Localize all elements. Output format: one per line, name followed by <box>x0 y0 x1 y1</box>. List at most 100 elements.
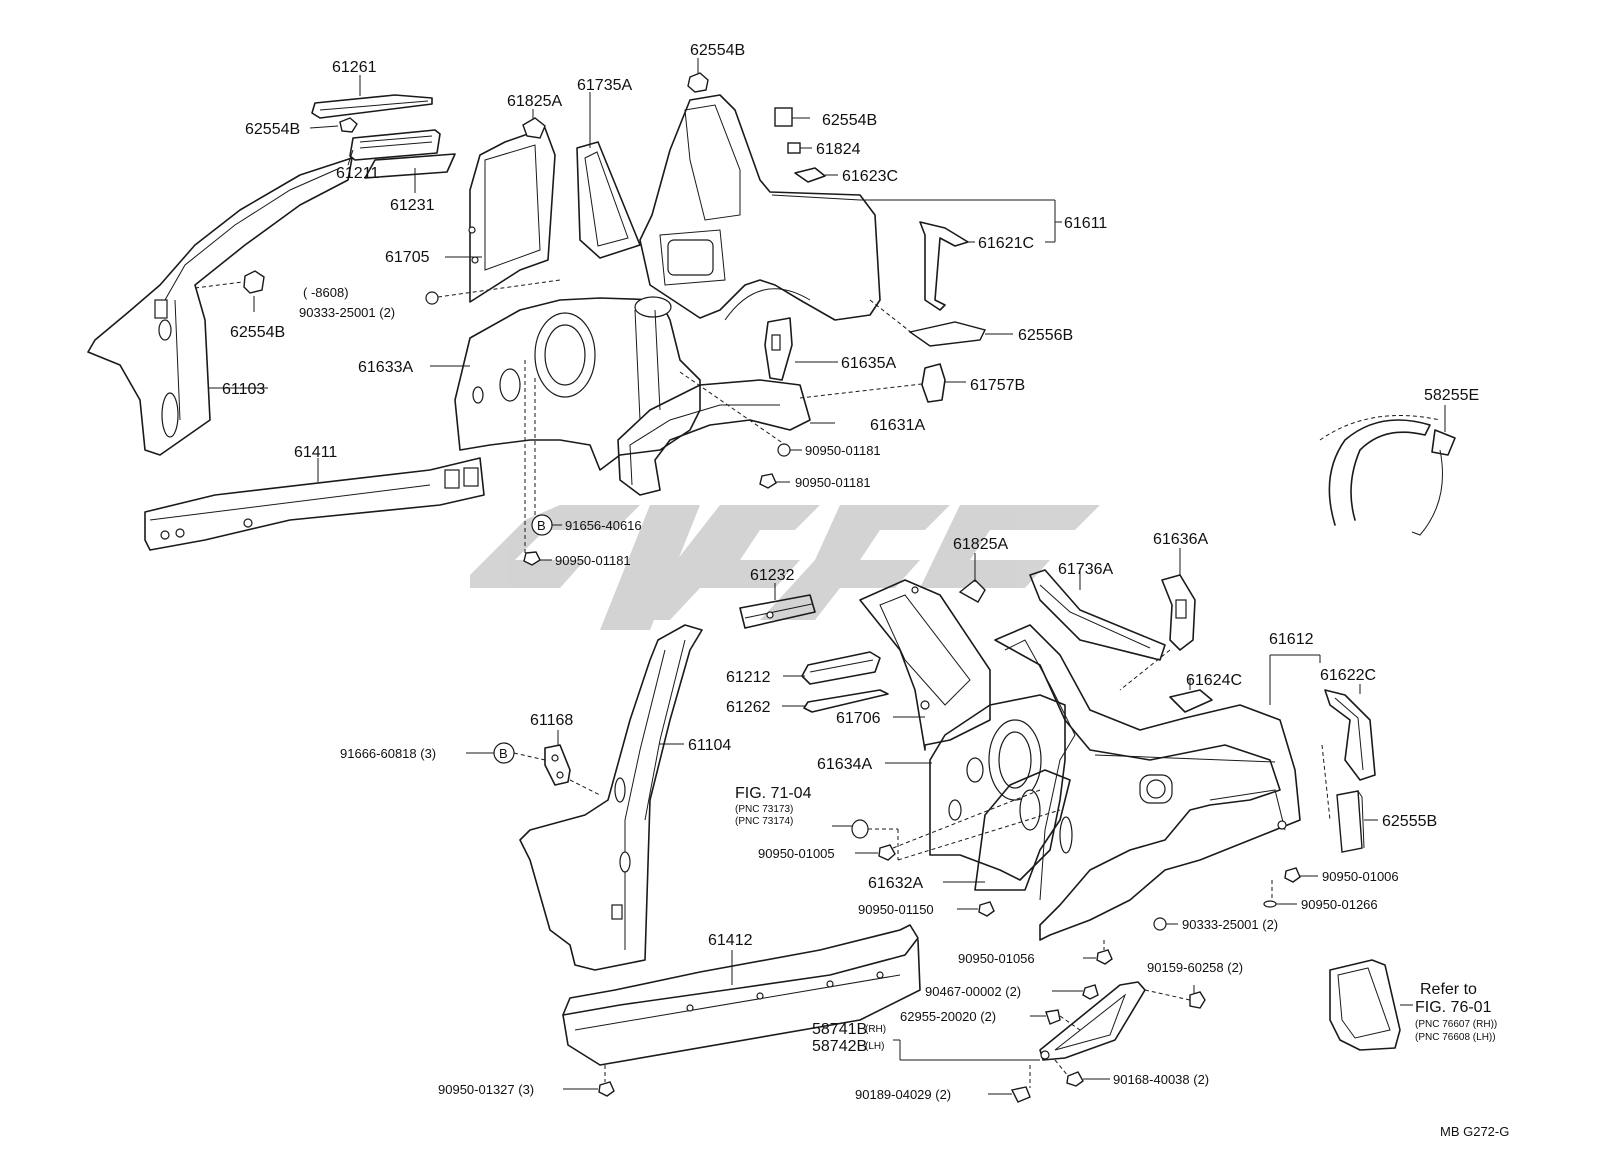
clip-90950-01181-b[interactable] <box>759 473 777 489</box>
label-90950-01181-b: 90950-01181 <box>795 475 871 490</box>
label-90950-01005: 90950-01005 <box>758 846 835 861</box>
part-61636a[interactable] <box>1161 574 1196 651</box>
part-61634a[interactable] <box>929 694 1066 881</box>
label-62554b-a: 62554B <box>245 121 300 138</box>
clip-62554b-left[interactable] <box>243 270 265 294</box>
part-61412[interactable] <box>562 924 921 1066</box>
label-90950-01056: 90950-01056 <box>958 951 1035 966</box>
part-61168[interactable] <box>544 744 571 786</box>
part-61632a[interactable] <box>974 769 1071 891</box>
part-61622c[interactable] <box>1324 689 1376 781</box>
label-90950-01266: 90950-01266 <box>1301 897 1378 912</box>
screw-62955-20020[interactable] <box>1045 1009 1061 1025</box>
part-61411[interactable] <box>144 457 485 551</box>
part-61825a-top[interactable] <box>522 117 546 139</box>
screw-90159-60258[interactable] <box>1189 991 1206 1009</box>
label-61631a: 61631A <box>870 417 925 434</box>
part-61232[interactable] <box>739 594 816 629</box>
label-58742b-side: (LH) <box>865 1041 884 1052</box>
label-61624c: 61624C <box>1186 672 1242 689</box>
clip-fig-71-04[interactable] <box>851 819 869 839</box>
mud-flap-refer-fig-76-01[interactable] <box>1329 959 1401 1051</box>
clip-62554b-right[interactable] <box>774 107 793 127</box>
part-61825a-lower[interactable] <box>958 579 986 603</box>
label-pnc-76607: (PNC 76607 (RH)) <box>1415 1019 1497 1030</box>
clip-90950-01266[interactable] <box>1263 900 1277 908</box>
label-61412: 61412 <box>708 932 753 949</box>
footer-diagram-code: MB G272-G <box>1440 1124 1509 1139</box>
part-61104[interactable] <box>519 624 703 971</box>
clip-62554b-top[interactable] <box>687 72 709 93</box>
label-61231: 61231 <box>390 197 435 214</box>
label-90950-01006: 90950-01006 <box>1322 869 1399 884</box>
clip-90950-01150[interactable] <box>978 901 995 917</box>
label-62554b-d: 62554B <box>822 112 877 129</box>
label-91656-40616: 91656-40616 <box>565 518 642 533</box>
part-61623c[interactable] <box>794 167 826 183</box>
label-62555b: 62555B <box>1382 813 1437 830</box>
screw-90189-04029[interactable] <box>1010 1086 1031 1103</box>
clip-90950-01006[interactable] <box>1284 867 1301 883</box>
part-61612[interactable] <box>994 624 1301 941</box>
label-58255e: 58255E <box>1424 387 1479 404</box>
part-62555b[interactable] <box>1336 790 1365 853</box>
label-61757b: 61757B <box>970 377 1025 394</box>
label-61211: 61211 <box>336 165 379 182</box>
screw-90467-00002[interactable] <box>1082 984 1099 1000</box>
part-61757b[interactable] <box>921 363 946 403</box>
part-61262[interactable] <box>803 689 889 713</box>
label-90333-25001-b: 90333-25001 (2) <box>1182 917 1278 932</box>
part-61824[interactable] <box>787 142 801 154</box>
label-61622c: 61622C <box>1320 667 1376 684</box>
label-61262: 61262 <box>726 699 771 716</box>
label-61623c: 61623C <box>842 168 898 185</box>
clip-90950-01181-a[interactable] <box>777 443 791 457</box>
watermark-logo <box>470 505 1100 630</box>
label-61103: 61103 <box>222 381 265 398</box>
label-61232: 61232 <box>750 567 795 584</box>
part-58741b-58742b[interactable] <box>1039 981 1146 1061</box>
part-61705[interactable] <box>468 127 556 303</box>
label-58741b-side: (RH) <box>865 1024 886 1035</box>
label-61735a: 61735A <box>577 77 632 94</box>
label-pnc-73174: (PNC 73174) <box>735 816 793 827</box>
part-61261[interactable] <box>311 94 433 119</box>
label-62556b: 62556B <box>1018 327 1073 344</box>
part-61231[interactable] <box>364 153 456 179</box>
clip-90950-01056[interactable] <box>1096 949 1113 965</box>
label-61824: 61824 <box>816 141 861 158</box>
label-61634a: 61634A <box>817 756 872 773</box>
part-61211[interactable] <box>349 129 441 161</box>
screw-90168-40038[interactable] <box>1066 1071 1084 1087</box>
part-61706[interactable] <box>859 579 991 751</box>
part-61624c[interactable] <box>1169 689 1213 713</box>
label-b-marker-2: B <box>499 746 508 761</box>
label-90189-04029: 90189-04029 (2) <box>855 1087 951 1102</box>
clip-90333-25001-lower[interactable] <box>1153 917 1167 931</box>
part-58255e-liner[interactable] <box>1319 415 1456 536</box>
clip-62554b-top-left[interactable] <box>339 117 358 133</box>
label-b-marker-1: B <box>537 518 546 533</box>
label-61168: 61168 <box>530 712 573 729</box>
label-61411: 61411 <box>294 444 337 461</box>
part-61635a[interactable] <box>764 317 793 381</box>
label-62554b-c: 62554B <box>690 42 745 59</box>
label-61632a: 61632A <box>868 875 923 892</box>
part-61212[interactable] <box>801 651 881 685</box>
clip-90950-01181-c[interactable] <box>523 551 541 566</box>
part-61103[interactable] <box>87 157 353 456</box>
clip-90950-01327[interactable] <box>598 1081 615 1097</box>
part-61631a[interactable] <box>617 379 811 496</box>
label-91666-60818: 91666-60818 (3) <box>340 746 436 761</box>
part-61735a[interactable] <box>576 141 641 259</box>
part-61736a[interactable] <box>1029 569 1166 661</box>
label-61611: 61611 <box>1064 215 1107 232</box>
clip-90950-01005[interactable] <box>878 844 896 861</box>
clip-90333-25001-upper[interactable] <box>425 291 439 305</box>
label-61825a-b: 61825A <box>953 536 1008 553</box>
part-61621c[interactable] <box>919 221 969 311</box>
part-61633a[interactable] <box>454 296 701 471</box>
part-62556b[interactable] <box>908 321 987 347</box>
part-61611[interactable] <box>639 94 881 321</box>
